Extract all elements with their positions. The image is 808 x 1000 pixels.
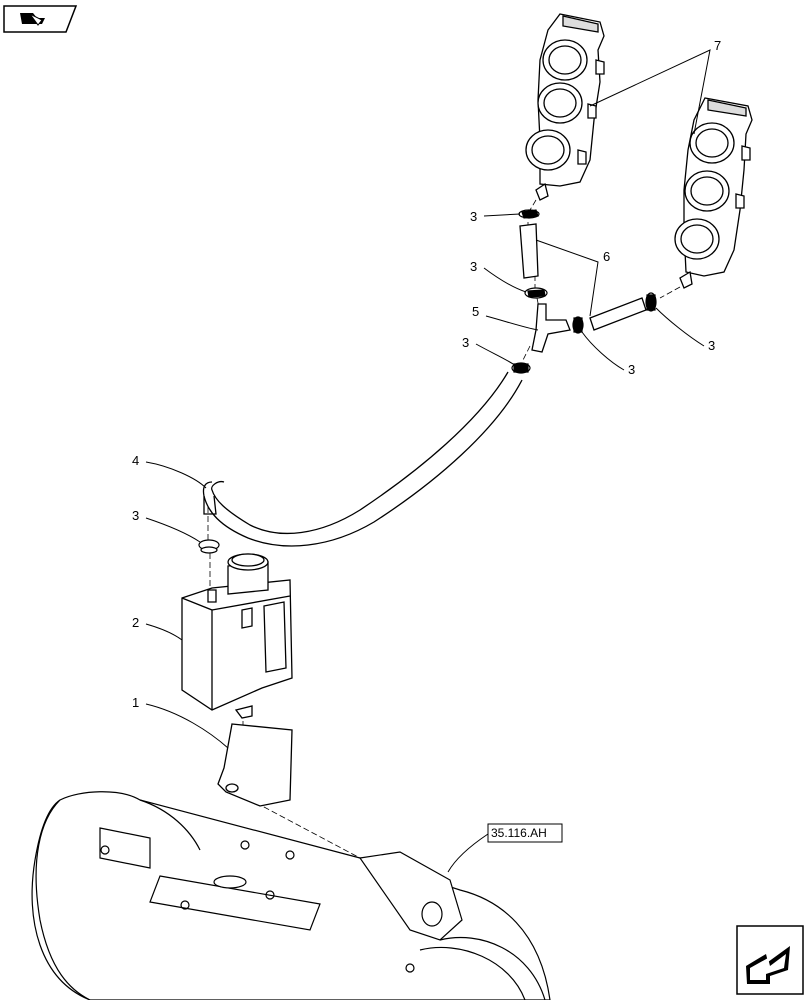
callout-3-right-label: 3 [708,338,715,353]
callout-3-second: 3 [470,259,527,293]
callout-7-label: 7 [714,38,721,53]
callout-3-upper-label: 3 [470,209,477,224]
callout-5: 5 [472,304,539,331]
callout-1-label: 1 [132,695,139,710]
callout-4: 4 [132,453,207,489]
washer-nozzle-assembly-lower [674,97,753,289]
next-page-arrow-icon[interactable] [736,925,804,995]
callout-3-left-label: 3 [462,335,469,350]
washer-reservoir [181,553,293,711]
callout-3-center: 3 [581,331,635,377]
axle-housing [31,791,551,1000]
hose-segments [519,223,647,331]
centerlines [207,199,681,859]
callout-3-reservoir-label: 3 [132,508,139,523]
callout-7: 7 [589,38,721,135]
callout-1: 1 [132,695,229,749]
callout-3-reservoir: 3 [132,508,201,543]
callout-6: 6 [535,239,610,317]
callout-2: 2 [132,615,183,641]
callout-3-upper: 3 [470,209,521,224]
reference-link-35-116-ah[interactable]: 35.116.AH [447,823,563,873]
main-hose [202,371,523,547]
callout-6-label: 6 [603,249,610,264]
y-connector [531,303,571,353]
callout-3-second-label: 3 [470,259,477,274]
washer-nozzle-assembly-upper [525,13,605,201]
callout-2-label: 2 [132,615,139,630]
callout-3-center-label: 3 [628,362,635,377]
illustration-tag-icon[interactable] [3,5,78,33]
callout-4-label: 4 [132,453,139,468]
callout-5-label: 5 [472,304,479,319]
mounting-bracket [217,705,293,807]
reference-label: 35.116.AH [491,826,547,840]
callout-3-left: 3 [462,335,517,367]
hose-clamps [198,209,657,554]
callout-3-right: 3 [655,307,715,353]
